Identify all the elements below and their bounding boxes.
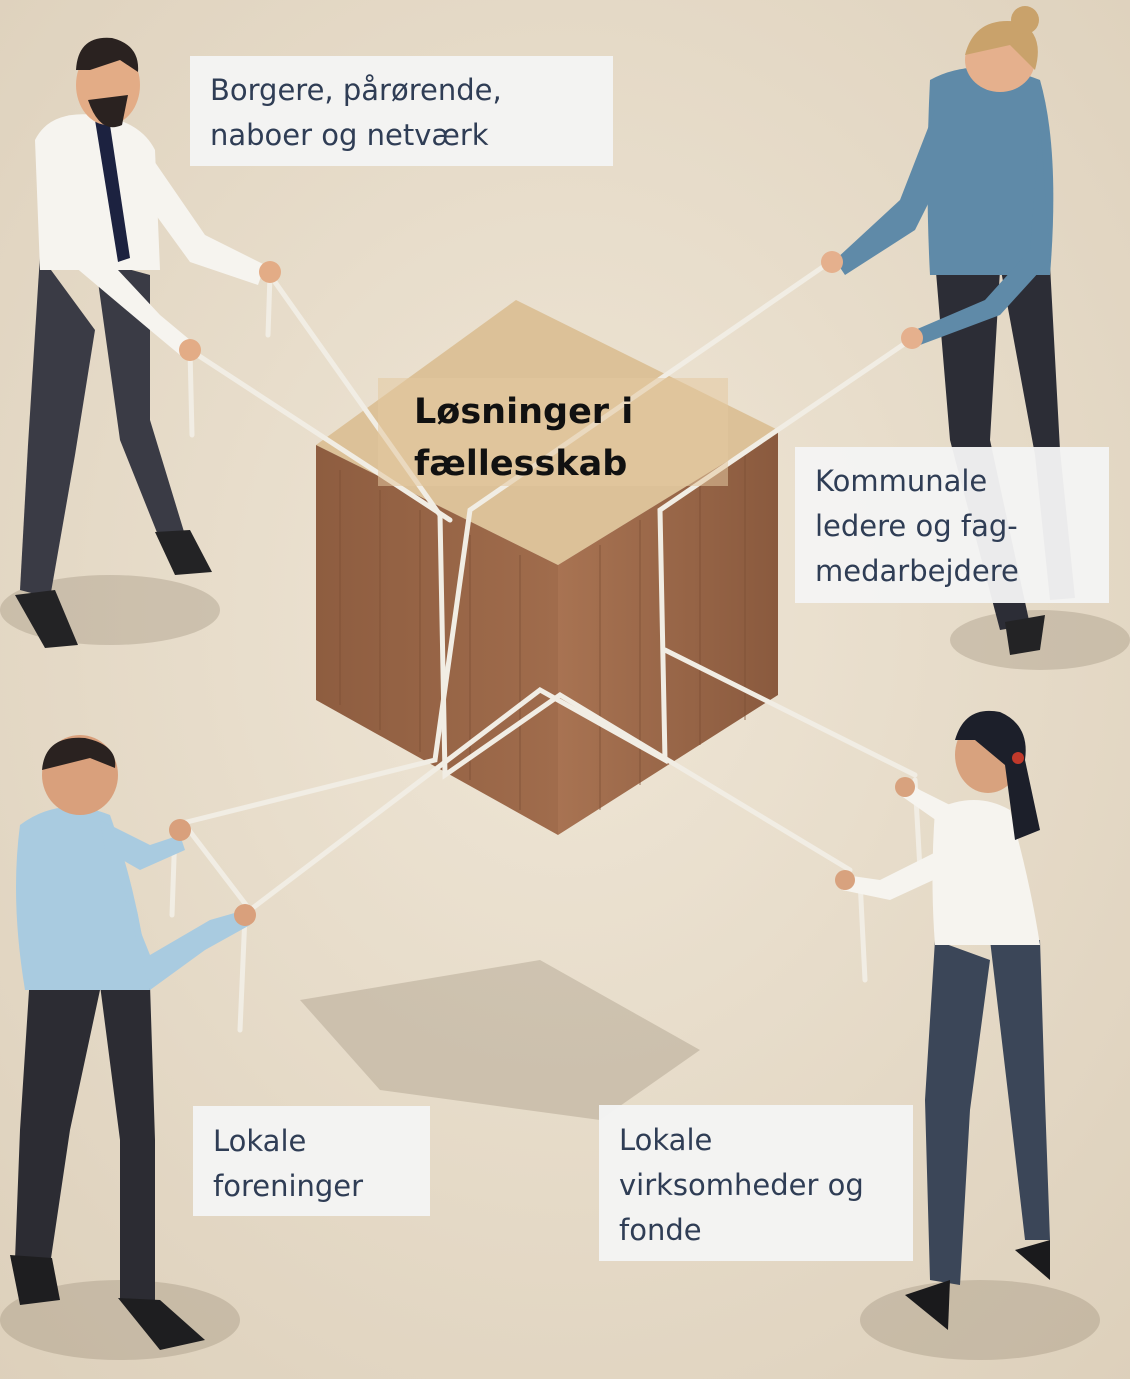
stakeholder-label-local-associations: Lokale foreninger: [193, 1106, 430, 1216]
stakeholder-label-citizens: Borgere, pårørende, naboer og netværk: [190, 56, 613, 166]
person-top-left: [15, 37, 281, 648]
center-title: Løsninger i fællesskab: [378, 378, 728, 486]
stakeholder-label-local-businesses: Lokale virksomheder og fonde: [599, 1105, 913, 1261]
stakeholder-label-municipal-staff: Kommunale ledere og fag- medarbejdere: [795, 447, 1109, 603]
person-bottom-left: [10, 735, 256, 1350]
person-bottom-right: [835, 710, 1050, 1330]
